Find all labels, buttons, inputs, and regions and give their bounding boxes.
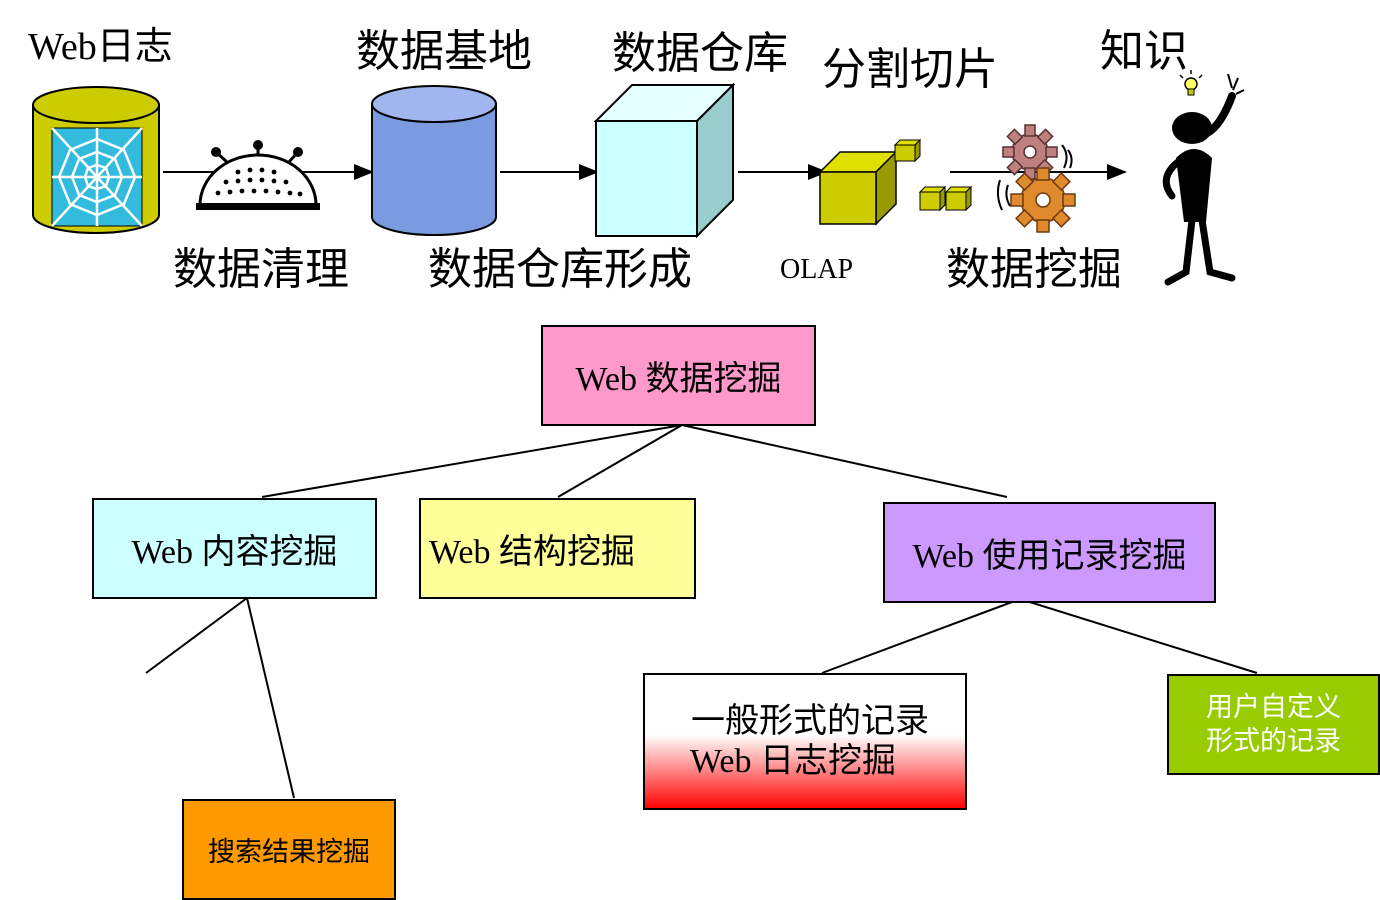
lightbulb-icon xyxy=(1179,70,1203,96)
label-slice: 分割切片 xyxy=(822,44,998,95)
general-record-box: 一般形式的记录 Web 日志挖掘 xyxy=(644,674,966,809)
search-result-mining-label: 搜索结果挖掘 xyxy=(208,837,370,868)
web-content-mining-box: Web 内容挖掘 xyxy=(92,498,377,599)
filter-dome-icon xyxy=(196,140,320,210)
label-warehouse: 数据仓库 xyxy=(612,28,788,79)
warehouse-cube-icon xyxy=(593,82,736,239)
tree-connectors xyxy=(145,424,1258,799)
web-log-cylinder-icon xyxy=(32,86,160,234)
label-data-base: 数据基地 xyxy=(356,26,532,77)
search-result-mining-box: 搜索结果挖掘 xyxy=(182,799,396,900)
label-web-log: Web日志 xyxy=(28,26,173,68)
olap-cubes-icon xyxy=(818,138,973,226)
web-content-mining-label: Web 内容挖掘 xyxy=(131,534,338,571)
web-usage-mining-box: Web 使用记录挖掘 xyxy=(883,502,1216,603)
gears-icon xyxy=(996,124,1076,233)
label-mining: 数据挖掘 xyxy=(946,244,1122,295)
thinking-person-icon xyxy=(1162,70,1245,286)
general-record-box-bg xyxy=(643,673,967,810)
web-structure-mining-box: Web 结构挖掘 xyxy=(419,498,696,599)
data-base-cylinder-icon xyxy=(371,85,497,236)
custom-record-line2: 形式的记录 xyxy=(1206,725,1341,757)
custom-record-line1: 用户自定义 xyxy=(1206,691,1341,723)
general-record-line1: 一般形式的记录 xyxy=(691,700,929,741)
label-cleaning: 数据清理 xyxy=(173,244,349,295)
custom-record-box: 用户自定义 形式的记录 xyxy=(1167,674,1380,775)
web-usage-mining-label: Web 使用记录挖掘 xyxy=(912,538,1187,575)
web-mining-root-label: Web 数据挖掘 xyxy=(575,361,782,398)
web-mining-root-box: Web 数据挖掘 xyxy=(541,325,816,426)
label-knowledge: 知识 xyxy=(1100,26,1188,77)
web-structure-mining-label: Web 结构挖掘 xyxy=(429,534,635,571)
spider-web-icon xyxy=(51,127,143,227)
label-olap: OLAP xyxy=(780,254,854,285)
label-warehouse-forming: 数据仓库形成 xyxy=(428,244,692,295)
general-record-line2: Web 日志挖掘 xyxy=(690,742,896,780)
